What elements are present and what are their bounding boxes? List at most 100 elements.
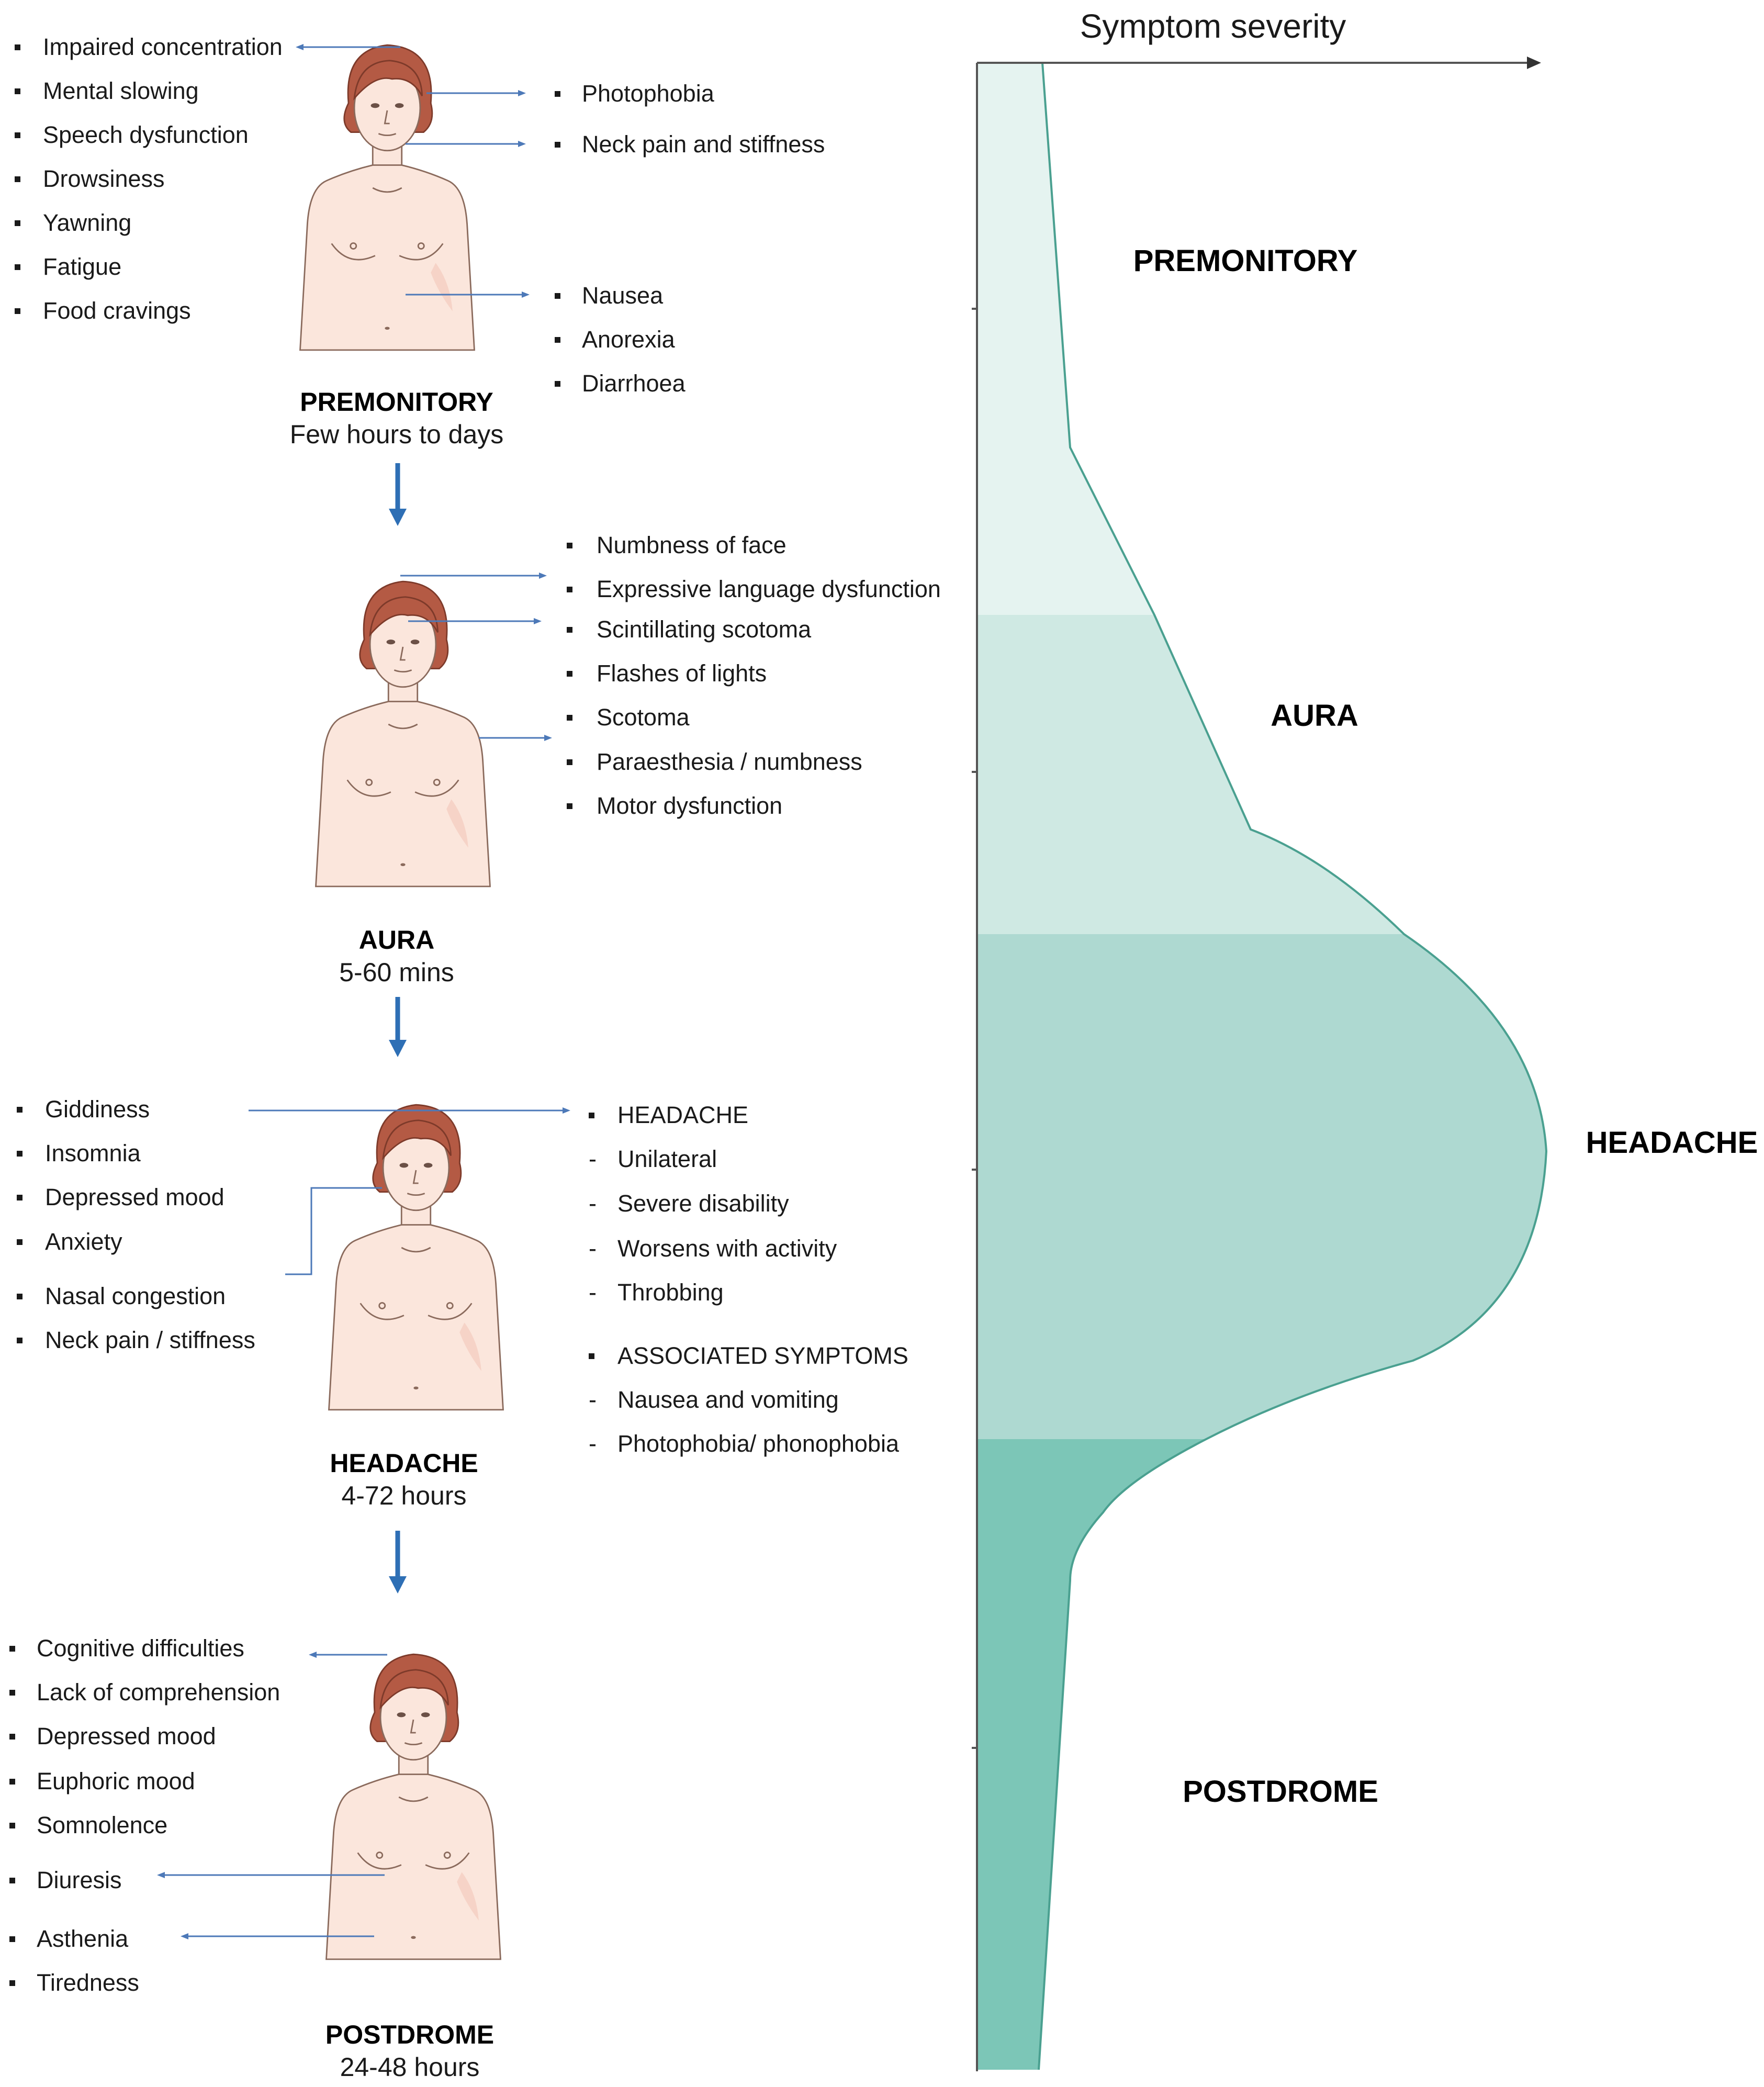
postdrome-left-item: Euphoric mood bbox=[9, 1768, 195, 1794]
dash-marker: - bbox=[589, 1386, 597, 1413]
postdrome-left-item-label: Lack of comprehension bbox=[37, 1679, 280, 1705]
bullet-marker bbox=[15, 132, 20, 138]
stage-duration-premonitory: Few hours to days bbox=[290, 420, 504, 449]
headache-left-item: Anxiety bbox=[17, 1228, 122, 1255]
bullet-marker bbox=[17, 1107, 23, 1113]
premonitory-band bbox=[977, 63, 1154, 615]
severity-profile: Symptom severity PREMONITORY AURA HEADAC… bbox=[972, 7, 1758, 2071]
bullet-marker bbox=[15, 176, 20, 182]
premonitory-left-item: Speech dysfunction bbox=[15, 121, 249, 148]
headache-pain-item: -Throbbing bbox=[589, 1279, 724, 1306]
figure-premonitory bbox=[299, 44, 475, 351]
aura-right-item-label: Motor dysfunction bbox=[597, 792, 782, 819]
premonitory-left-item-label: Fatigue bbox=[43, 253, 121, 280]
premonitory-left-item-label: Impaired concentration bbox=[43, 33, 283, 60]
stage-name-headache: HEADACHE bbox=[330, 1449, 478, 1478]
premonitory-left-item: Fatigue bbox=[15, 253, 121, 280]
severity-axis-title: Symptom severity bbox=[1080, 7, 1346, 45]
premonitory-right-item: Anorexia bbox=[555, 326, 676, 353]
bullet-marker bbox=[567, 587, 572, 592]
headache-assoc-item-label: Nausea and vomiting bbox=[617, 1386, 839, 1413]
premonitory-left-item-label: Drowsiness bbox=[43, 165, 165, 192]
aura-right-item: Scintillating scotoma bbox=[567, 616, 812, 643]
bullet-marker bbox=[555, 381, 560, 387]
bullet-marker bbox=[9, 1690, 15, 1696]
premonitory-left-item: Drowsiness bbox=[15, 165, 165, 192]
headache-left-item-label: Giddiness bbox=[45, 1096, 150, 1123]
headache-pain-item-label: Unilateral bbox=[617, 1146, 717, 1172]
aura-band bbox=[977, 615, 1404, 934]
premonitory-left-item-label: Food cravings bbox=[43, 297, 191, 324]
phase-label-postdrome: POSTDROME bbox=[1183, 1775, 1378, 1809]
bullet-marker bbox=[555, 337, 560, 343]
headache-assoc-item: -Nausea and vomiting bbox=[589, 1386, 839, 1413]
postdrome-left-item-label: Cognitive difficulties bbox=[37, 1635, 244, 1662]
stage-name-postdrome: POSTDROME bbox=[325, 2020, 494, 2049]
aura-right-item: Numbness of face bbox=[567, 532, 787, 558]
premonitory-right-item-label: Photophobia bbox=[582, 80, 715, 107]
stage-duration-postdrome: 24-48 hours bbox=[340, 2052, 480, 2082]
headache-pain-item-label: Worsens with activity bbox=[617, 1235, 837, 1262]
headache-left-item-label: Insomnia bbox=[45, 1140, 141, 1166]
bullet-marker bbox=[589, 1353, 594, 1359]
headache-left-item: Neck pain / stiffness bbox=[17, 1327, 255, 1353]
headache-left-item: Giddiness bbox=[17, 1096, 150, 1123]
pointer-arrows bbox=[157, 44, 570, 1939]
bullet-marker bbox=[589, 1113, 594, 1118]
premonitory-left-item: Mental slowing bbox=[15, 77, 199, 104]
phase-label-aura: AURA bbox=[1271, 699, 1358, 733]
aura-right-item-label: Paraesthesia / numbness bbox=[597, 748, 862, 775]
bullet-marker bbox=[567, 671, 572, 677]
figure-postdrome bbox=[325, 1653, 502, 1960]
postdrome-band bbox=[977, 1439, 1206, 2070]
premonitory-left-item: Yawning bbox=[15, 209, 131, 236]
bullet-marker bbox=[17, 1338, 23, 1343]
bullet-marker bbox=[17, 1195, 23, 1200]
premonitory-left-item: Food cravings bbox=[15, 297, 191, 324]
figure-headache bbox=[328, 1104, 504, 1411]
aura-right-item: Expressive language dysfunction bbox=[567, 576, 941, 602]
headache-assoc-item: -Photophobia/ phonophobia bbox=[589, 1430, 900, 1457]
aura-right-item: Flashes of lights bbox=[567, 660, 767, 687]
postdrome-left-item-label: Euphoric mood bbox=[37, 1768, 195, 1794]
stage-name-aura: AURA bbox=[359, 925, 434, 955]
bullet-marker bbox=[9, 1734, 15, 1740]
headache-right-header-label: HEADACHE bbox=[617, 1102, 748, 1128]
postdrome-left-item: Lack of comprehension bbox=[9, 1679, 280, 1705]
bullet-marker bbox=[567, 715, 572, 721]
bullet-marker bbox=[567, 759, 572, 765]
premonitory-right-item-label: Neck pain and stiffness bbox=[582, 131, 825, 158]
bullet-marker bbox=[567, 627, 572, 633]
bullet-marker bbox=[555, 142, 560, 148]
bullet-marker bbox=[567, 543, 572, 548]
premonitory-right-item-label: Anorexia bbox=[582, 326, 676, 353]
postdrome-left-item: Somnolence bbox=[9, 1812, 167, 1838]
headache-pain-item: -Severe disability bbox=[589, 1190, 789, 1217]
headache-left-item-label: Anxiety bbox=[45, 1228, 122, 1255]
headache-assoc-item-label: Photophobia/ phonophobia bbox=[617, 1430, 900, 1457]
premonitory-left-item-label: Yawning bbox=[43, 209, 131, 236]
bullet-marker bbox=[9, 1980, 15, 1986]
premonitory-right-item: Neck pain and stiffness bbox=[555, 131, 825, 158]
bullet-marker bbox=[567, 803, 572, 809]
dash-marker: - bbox=[589, 1235, 597, 1262]
flow-arrow-1 bbox=[389, 463, 407, 526]
aura-right-item: Motor dysfunction bbox=[567, 792, 782, 819]
bullet-marker bbox=[9, 1646, 15, 1652]
dash-marker: - bbox=[589, 1279, 597, 1306]
premonitory-right-item: Photophobia bbox=[555, 80, 715, 107]
postdrome-left-item-label: Diuresis bbox=[37, 1867, 122, 1893]
premonitory-left-item: Impaired concentration bbox=[15, 33, 283, 60]
headache-left-item-label: Nasal congestion bbox=[45, 1283, 226, 1309]
headache-left-item: Nasal congestion bbox=[17, 1283, 226, 1309]
postdrome-left-item-label: Tiredness bbox=[37, 1969, 139, 1996]
bullet-marker bbox=[17, 1294, 23, 1299]
headache-pain-item-label: Throbbing bbox=[617, 1279, 724, 1306]
bullet-marker bbox=[15, 88, 20, 94]
postdrome-left-item: Asthenia bbox=[9, 1925, 129, 1952]
headache-assoc-header-label: ASSOCIATED SYMPTOMS bbox=[617, 1342, 908, 1369]
postdrome-left-item: Tiredness bbox=[9, 1969, 139, 1996]
headache-assoc-header: ASSOCIATED SYMPTOMS bbox=[589, 1342, 908, 1369]
headache-pain-item: -Worsens with activity bbox=[589, 1235, 837, 1262]
